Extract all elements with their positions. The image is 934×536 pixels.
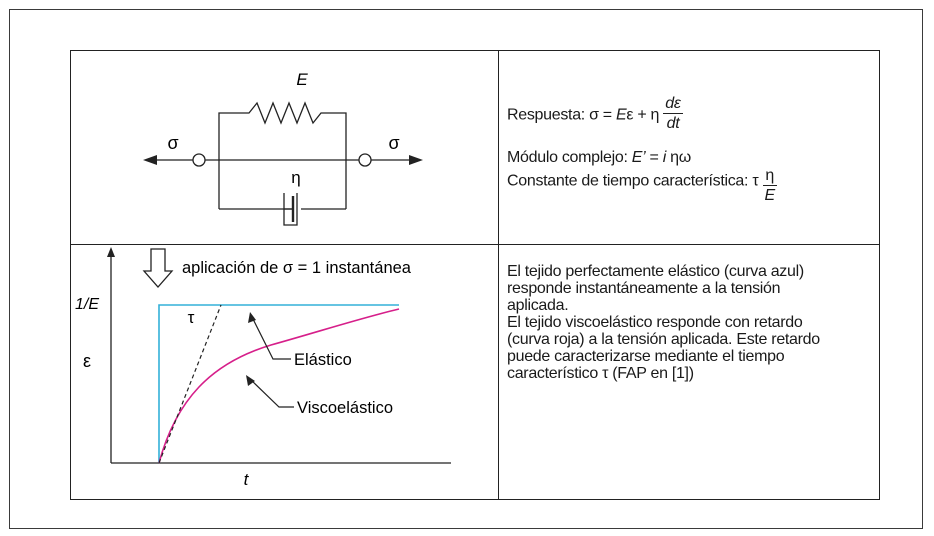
response-prefix: Respuesta: σ = (507, 106, 616, 124)
right-arrowhead (409, 155, 423, 165)
response-graph: aplicación de σ = 1 instantánea 1/E ε t … (75, 247, 451, 489)
column-divider (498, 51, 499, 499)
left-node (192, 153, 206, 167)
response-mid: ε + η (626, 106, 664, 124)
response-e: E (616, 106, 627, 124)
tau-tangent-line (158, 304, 222, 464)
description-panel: El tejido perfectamente elástico (curva … (507, 263, 867, 382)
kelvin-voigt-diagram: E η σ (143, 70, 423, 226)
description-line: característico τ (FAP en [1]) (507, 365, 694, 382)
figure-table: E η σ (70, 50, 880, 500)
response-denominator: dt (666, 115, 680, 132)
elastic-leader (251, 316, 291, 360)
modulus-equation: Módulo complejo: E’ = i ηω (507, 149, 691, 166)
modulus-i: i (662, 149, 667, 166)
description-line: El tejido viscoelástico responde con ret… (507, 314, 803, 331)
response-fraction: dε dt (663, 95, 683, 132)
modulus-prefix: Módulo complejo: (507, 149, 632, 166)
description-line: (curva roja) a la tensión aplicada. Este… (507, 331, 820, 348)
figure-frame: E η σ (9, 9, 923, 529)
row-divider (71, 244, 879, 245)
left-force-label: σ (167, 133, 178, 153)
left-arrowhead (143, 155, 157, 165)
description-line: El tejido perfectamente elástico (curva … (507, 263, 804, 280)
spring-label: E (296, 70, 308, 89)
elastic-curve (158, 304, 399, 463)
description-line: puede caracterizarse mediante el tiempo (507, 348, 785, 365)
viscoelastic-curve (158, 308, 400, 464)
elastic-label: Elástico (294, 351, 352, 369)
response-equation: Respuesta: σ = Eε + η dε dt (507, 95, 683, 134)
modulus-rest: ηω (666, 149, 691, 166)
description-line: responde instantáneamente a la tensión (507, 280, 781, 297)
tau-label: τ (188, 308, 195, 327)
modulus-eq: = (645, 149, 663, 166)
viscoelastic-leader-arrow (246, 375, 255, 386)
time-constant-numerator: η (765, 167, 774, 184)
time-constant-denominator: E (764, 187, 776, 204)
x-axis-label: t (244, 470, 250, 489)
right-node (358, 153, 372, 167)
modulus-e: E’ (631, 149, 646, 166)
y-axis-arrow (107, 247, 115, 257)
viscoelastic-label: Viscoelástico (297, 399, 393, 417)
right-force-label: σ (388, 133, 399, 153)
application-label: aplicación de σ = 1 instantánea (182, 259, 412, 277)
elastic-leader-arrow (248, 312, 256, 323)
y-top-label: 1/E (75, 296, 99, 313)
applied-stress-arrow (142, 248, 174, 288)
y-axis-label: ε (83, 351, 91, 371)
equations-panel: Respuesta: σ = Eε + η dε dt Módulo comple… (507, 59, 867, 239)
viscoelastic-leader (249, 378, 294, 408)
description-line: aplicada. (507, 297, 569, 314)
upper-branch (218, 101, 347, 160)
time-constant-prefix: Constante de tiempo característica: τ (507, 172, 763, 190)
response-numerator: dε (665, 95, 681, 112)
dashpot-label: η (291, 168, 300, 187)
